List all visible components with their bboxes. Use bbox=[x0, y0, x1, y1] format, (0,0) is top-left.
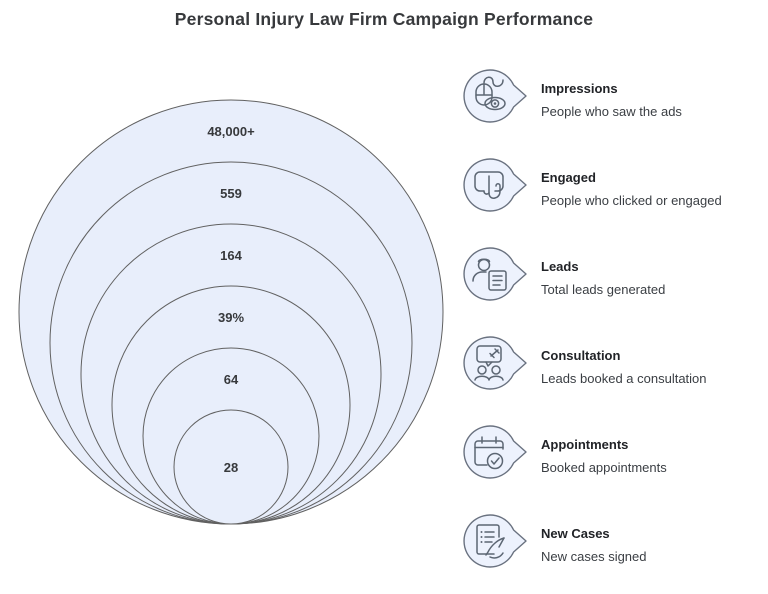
calendar-check-icon bbox=[463, 425, 527, 479]
legend-text: Consultation Leads booked a consultation bbox=[541, 335, 707, 391]
legend-label: Impressions bbox=[541, 81, 618, 96]
funnel-stage-value: 164 bbox=[220, 248, 242, 263]
legend-item-engaged: Engaged People who clicked or engaged bbox=[462, 157, 762, 213]
tap-button-icon bbox=[463, 158, 527, 212]
document-sign-icon bbox=[463, 514, 527, 568]
legend-description: Booked appointments bbox=[541, 460, 667, 475]
funnel-stage-value: 64 bbox=[224, 372, 239, 387]
legend-description: People who clicked or engaged bbox=[541, 193, 722, 208]
funnel-stage-value: 559 bbox=[220, 186, 242, 201]
legend-text: Impressions People who saw the ads bbox=[541, 68, 682, 124]
legend-item-new-cases: New Cases New cases signed bbox=[462, 513, 762, 569]
legend-text: New Cases New cases signed bbox=[541, 513, 647, 569]
person-document-icon bbox=[463, 247, 527, 301]
legend-text: Leads Total leads generated bbox=[541, 246, 665, 302]
people-gavel-icon bbox=[463, 336, 527, 390]
page-title: Personal Injury Law Firm Campaign Perfor… bbox=[174, 9, 594, 29]
funnel-stage-value: 39% bbox=[218, 310, 244, 325]
legend-description: People who saw the ads bbox=[541, 104, 682, 119]
legend-description: Leads booked a consultation bbox=[541, 371, 707, 386]
funnel-stage-value: 48,000+ bbox=[207, 124, 255, 139]
funnel-stage-circle-new-cases bbox=[173, 409, 289, 525]
legend-item-leads: Leads Total leads generated bbox=[462, 246, 762, 302]
legend-label: Engaged bbox=[541, 170, 596, 185]
legend-item-impressions: Impressions People who saw the ads bbox=[462, 68, 762, 124]
legend-text: Engaged People who clicked or engaged bbox=[541, 157, 722, 213]
legend-text: Appointments Booked appointments bbox=[541, 424, 667, 480]
funnel-stage-value: 28 bbox=[224, 460, 238, 475]
legend-label: New Cases bbox=[541, 526, 610, 541]
legend-description: New cases signed bbox=[541, 549, 647, 564]
legend-description: Total leads generated bbox=[541, 282, 666, 297]
legend: Impressions People who saw the ads Engag… bbox=[462, 68, 762, 569]
mouse-eye-icon bbox=[463, 69, 527, 123]
legend-label: Consultation bbox=[541, 348, 621, 363]
legend-item-consultation: Consultation Leads booked a consultation bbox=[462, 335, 762, 391]
legend-label: Appointments bbox=[541, 437, 629, 452]
legend-label: Leads bbox=[541, 259, 579, 274]
legend-item-appointments: Appointments Booked appointments bbox=[462, 424, 762, 480]
